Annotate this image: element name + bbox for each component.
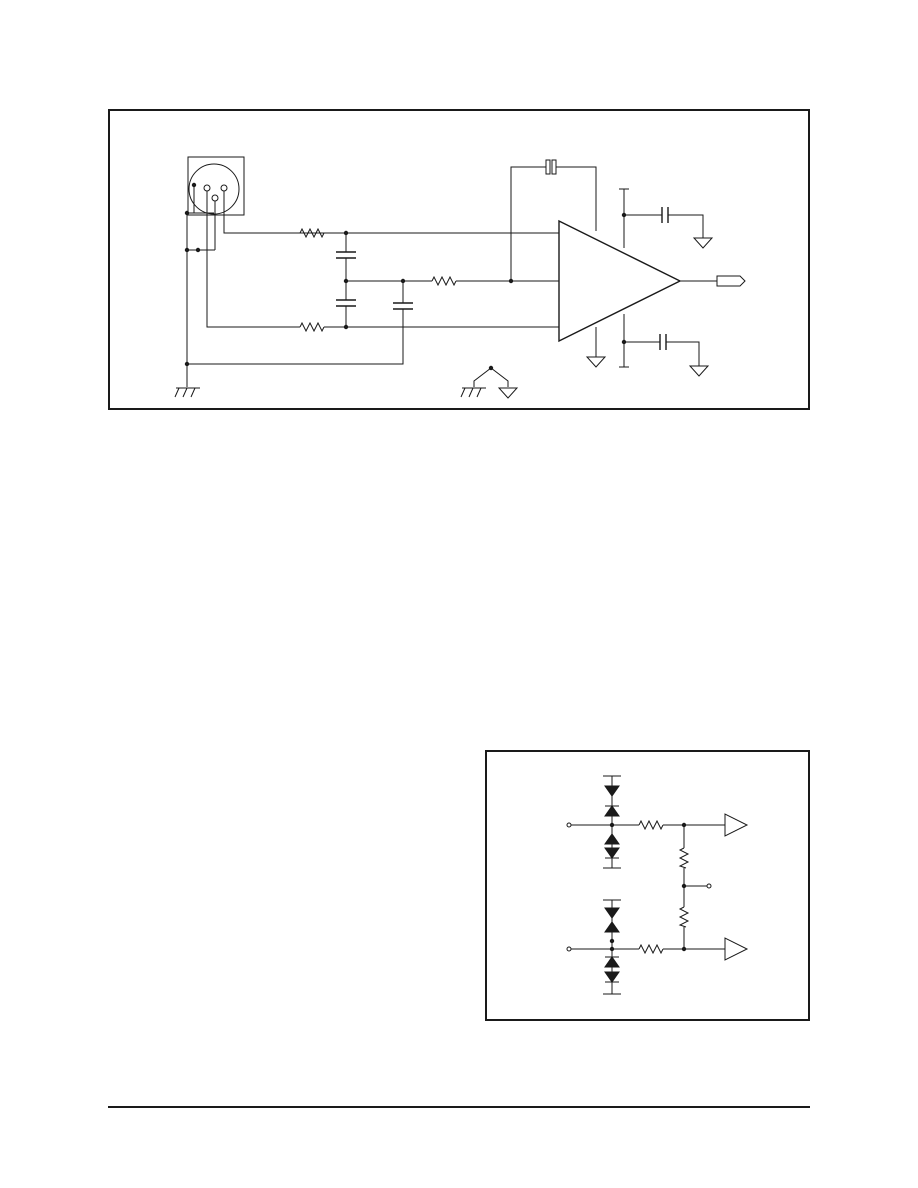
upper-channel [566, 775, 749, 869]
chassis-ground-icon [174, 387, 200, 398]
schematic-figure-1 [108, 109, 810, 410]
ground-icon [585, 237, 714, 377]
chassis-bus [184, 210, 404, 387]
resistor-r1-icon [299, 227, 346, 239]
schematic-1-drawing [174, 156, 746, 399]
resistor-r3-icon [431, 275, 559, 287]
xlr-connector [187, 156, 245, 216]
resistor-r2-icon [299, 321, 346, 333]
lower-channel [566, 899, 749, 995]
ground-link-icon [460, 365, 519, 399]
filter-capacitors [336, 230, 432, 330]
connector-leads [188, 185, 346, 328]
supply-rails [595, 188, 704, 368]
bias-divider [678, 825, 712, 949]
schematic-2-drawing [566, 775, 749, 995]
output-terminal [680, 275, 746, 287]
schematic-figure-2 [485, 750, 810, 1021]
op-amp-triangle [558, 219, 682, 343]
footer-rule [108, 1106, 810, 1108]
feedback-capacitor [510, 159, 597, 281]
